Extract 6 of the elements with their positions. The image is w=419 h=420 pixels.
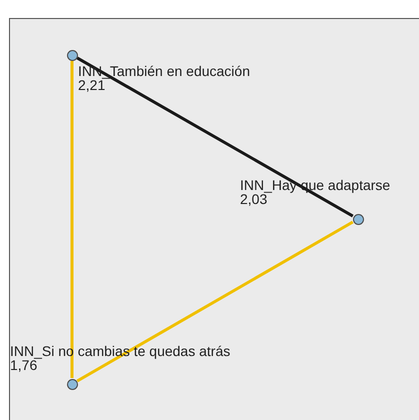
connector-line: [76, 220, 354, 382]
value-label: 2,21: [78, 78, 106, 93]
connector-line: [76, 56, 354, 218]
connector-line: [70, 61, 74, 378]
value-label: 2,03: [240, 192, 268, 207]
value-label: 1,76: [10, 358, 38, 373]
